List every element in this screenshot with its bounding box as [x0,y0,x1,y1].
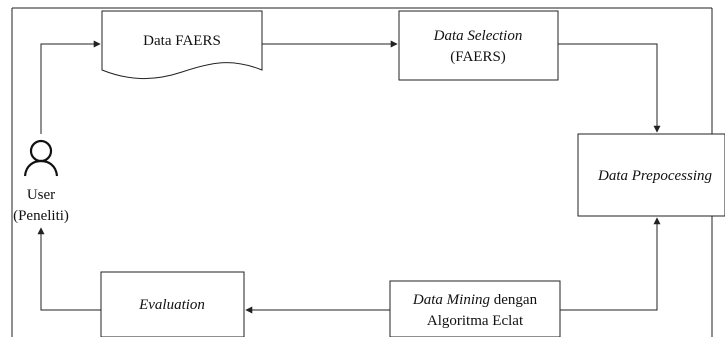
node-evaluation: Evaluation [100,271,245,337]
data-mining-sublabel: Algoritma Eclat [427,313,524,329]
data-mining-label-rest: dengan [490,292,538,308]
data-faers-label: Data FAERS [143,33,221,49]
user-icon [23,139,59,177]
edge-evaluation-to-user [37,227,101,311]
edge-data-selection-to-data-prepocessing [558,43,661,133]
node-data-mining: Data Mining dengan Algoritma Eclat [389,280,561,337]
user-sublabel: (Peneliti) [13,208,69,224]
edge-user-to-data-faers [40,40,101,134]
node-data-prepocessing: Data Prepocessing [577,133,725,217]
edge-data-prepocessing-to-data-mining [560,217,661,311]
node-user: User (Peneliti) [13,139,69,224]
evaluation-label: Evaluation [138,297,205,313]
data-selection-label: Data Selection [433,28,523,44]
data-selection-sublabel: (FAERS) [450,49,506,65]
data-mining-label-italic: Data Mining [412,292,491,308]
node-data-selection: Data Selection (FAERS) [398,10,559,81]
user-label: User [27,187,55,203]
data-prepocessing-label: Data Prepocessing [597,168,713,184]
node-data-faers: Data FAERS [101,10,263,79]
data-mining-label: Data Mining dengan [412,292,538,308]
